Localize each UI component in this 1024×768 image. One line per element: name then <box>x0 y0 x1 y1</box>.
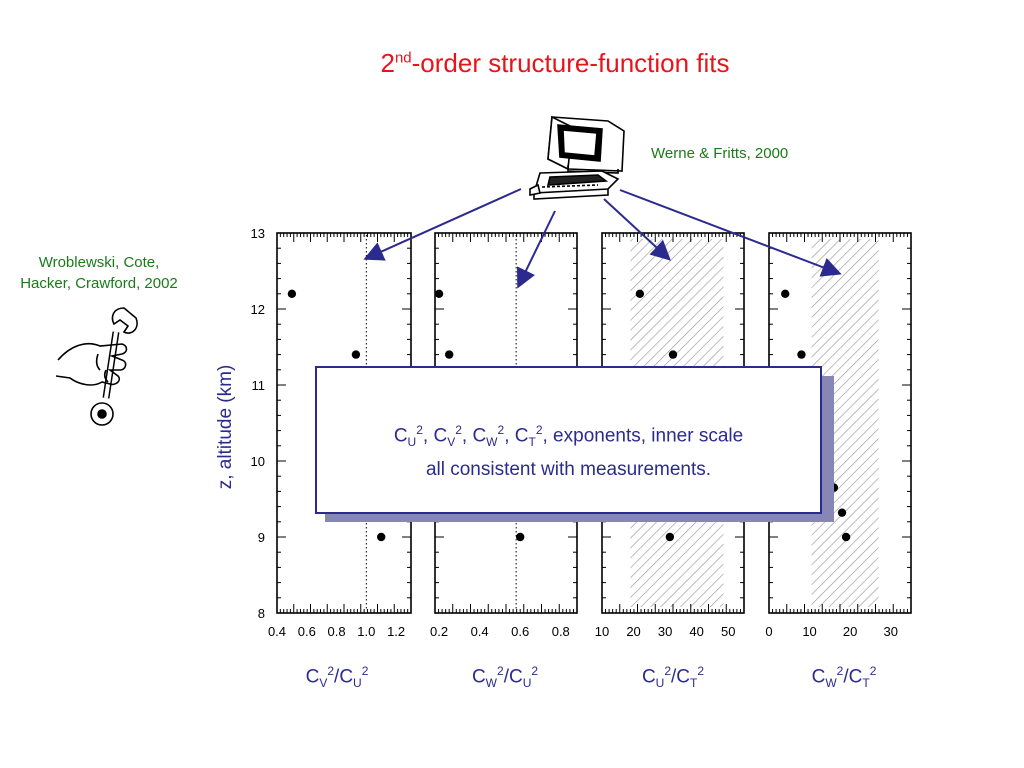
y-tick-label: 13 <box>251 226 265 241</box>
reference-werne-fritts: Werne & Fritts, 2000 <box>651 145 789 162</box>
data-point <box>797 350 806 359</box>
x-tick-label: 0.6 <box>511 624 529 639</box>
callout-text: CU2, CV2, CW2, CT2, exponents, inner sca… <box>317 416 820 484</box>
chart-panel-1: 0.4 0.6 0.8 1.0 1.2 8 9 10 11 12 13 <box>251 226 412 639</box>
x-tick-label: 30 <box>658 624 672 639</box>
x-tick-label: 50 <box>721 624 735 639</box>
reference-wroblewski: Wroblewski, Cote, Hacker, Crawford, 2002 <box>0 252 198 294</box>
data-point <box>665 532 675 542</box>
x-tick-label: 0.6 <box>298 624 316 639</box>
x-tick-label: 40 <box>689 624 703 639</box>
x-tick-label: 0 <box>765 624 772 639</box>
data-point <box>351 350 361 359</box>
reference-wroblewski-line1: Wroblewski, Cote, <box>38 254 160 271</box>
x-tick-label: 10 <box>802 624 816 639</box>
data-point <box>781 289 790 298</box>
data-point <box>445 350 454 359</box>
reference-wroblewski-line2: Hacker, Crawford, 2002 <box>20 275 178 292</box>
pointer-arrow <box>619 189 842 277</box>
x-tick-label: 1.2 <box>387 624 405 639</box>
hand-holding-wrench-icon <box>55 307 138 426</box>
callout-line1: CU2, CV2, CW2, CT2, exponents, inner sca… <box>393 423 744 450</box>
x-tick-label: 1.0 <box>357 624 375 639</box>
panel-label-cv2-cu2: CV2/CU2 <box>305 664 369 691</box>
x-tick-label: 0.8 <box>328 624 346 639</box>
data-point <box>434 289 444 298</box>
data-point <box>668 350 678 359</box>
x-tick-label: 20 <box>843 624 857 639</box>
y-tick-label: 9 <box>258 530 265 545</box>
data-point <box>287 289 297 298</box>
panel-label-cw2-cu2: CW2/CU2 <box>471 664 539 691</box>
pointer-arrow <box>603 198 671 261</box>
computer-terminal-icon <box>529 115 625 200</box>
pointer-arrow <box>363 188 522 261</box>
data-point <box>516 532 525 542</box>
pointer-arrow <box>517 210 556 289</box>
x-tick-label: 0.4 <box>471 624 489 639</box>
y-tick-label: 12 <box>251 302 265 317</box>
x-tick-label: 10 <box>595 624 609 639</box>
x-tick-label: 0.4 <box>268 624 286 639</box>
x-tick-label: 0.2 <box>430 624 448 639</box>
panel-label-cw2-ct2: CW2/CT2 <box>811 664 877 691</box>
data-point <box>841 532 851 542</box>
y-tick-label: 8 <box>258 606 265 621</box>
data-point <box>377 532 386 542</box>
y-tick-label: 11 <box>252 378 266 393</box>
data-point <box>635 289 645 298</box>
callout-box: CU2, CV2, CW2, CT2, exponents, inner sca… <box>315 366 822 514</box>
panel-label-cu2-ct2: CU2/CT2 <box>641 664 705 691</box>
data-point <box>837 508 847 517</box>
y-axis-label: z, altitude (km) <box>215 364 236 490</box>
x-tick-label: 20 <box>626 624 640 639</box>
callout-line2: all consistent with measurements. <box>425 459 712 481</box>
x-tick-label: 0.8 <box>552 624 570 639</box>
y-tick-label: 10 <box>251 454 265 469</box>
x-tick-label: 30 <box>883 624 897 639</box>
slide-title: 2nd-order structure-function fits <box>380 48 730 78</box>
